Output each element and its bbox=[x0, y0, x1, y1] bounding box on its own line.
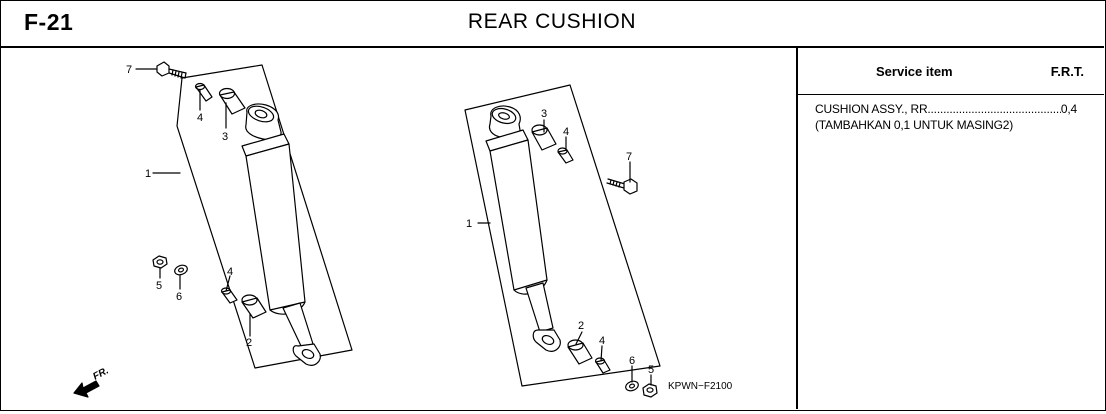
dot-leader: ........................................… bbox=[930, 102, 1061, 116]
service-item-note: (TAMBAHKAN 0,1 UNTUK MASING2) bbox=[815, 118, 1014, 132]
right-nut-5 bbox=[642, 383, 658, 398]
right-shock-absorber bbox=[485, 105, 561, 352]
right-washer-6 bbox=[625, 380, 639, 392]
right-label-4-bottom: 4 bbox=[599, 335, 605, 347]
service-panel: Service item F.R.T. CUSHION ASSY., RR. .… bbox=[798, 48, 1104, 409]
parts-diagram-svg: 7 4 3 1 5 6 4 2 3 4 7 1 2 4 6 5 FR. KPWN… bbox=[73, 61, 733, 398]
frt-heading: F.R.T. bbox=[1050, 64, 1084, 79]
right-label-5: 5 bbox=[648, 364, 654, 376]
page-header: F-21 REAR CUSHION bbox=[0, 0, 1104, 48]
right-label-7: 7 bbox=[626, 151, 632, 163]
front-direction-label: FR. bbox=[91, 365, 110, 382]
left-label-7: 7 bbox=[126, 64, 132, 76]
left-label-4-bottom: 4 bbox=[227, 266, 233, 278]
right-collar-4-bottom bbox=[594, 357, 611, 374]
right-label-3: 3 bbox=[541, 108, 547, 120]
left-label-2: 2 bbox=[246, 337, 252, 349]
right-label-2: 2 bbox=[578, 320, 584, 332]
service-item-name: CUSHION ASSY., RR. bbox=[815, 102, 931, 116]
page-title: REAR CUSHION bbox=[467, 10, 637, 33]
left-bushing-3-top bbox=[218, 87, 246, 115]
right-bushing-2 bbox=[567, 339, 593, 365]
right-collar-4-top bbox=[557, 147, 574, 164]
front-direction-arrow bbox=[73, 380, 100, 398]
panel-divider bbox=[796, 48, 798, 409]
left-leaders bbox=[135, 68, 251, 337]
right-label-4-top: 4 bbox=[563, 126, 569, 138]
left-collar-4-top bbox=[194, 82, 213, 102]
service-item-heading: Service item bbox=[876, 64, 953, 79]
right-bushing-3 bbox=[531, 124, 557, 151]
left-bushing-2-bottom bbox=[241, 294, 267, 319]
service-item-time: 0,4 bbox=[1060, 102, 1077, 116]
left-label-6: 6 bbox=[176, 291, 182, 303]
left-label-1: 1 bbox=[145, 168, 151, 180]
right-label-6: 6 bbox=[629, 355, 635, 367]
right-label-1: 1 bbox=[466, 218, 472, 230]
left-label-4-top: 4 bbox=[197, 112, 203, 124]
left-washer-6 bbox=[174, 264, 188, 276]
left-collar-4-bottom bbox=[220, 287, 238, 304]
right-bolt-7 bbox=[606, 178, 638, 195]
service-item-row: CUSHION ASSY., RR. .....................… bbox=[815, 102, 1077, 116]
left-label-5: 5 bbox=[156, 280, 162, 292]
left-shock-absorber bbox=[241, 103, 321, 366]
left-label-3: 3 bbox=[222, 131, 228, 143]
right-assembly-outline bbox=[464, 84, 661, 387]
left-bolt-7 bbox=[156, 61, 187, 79]
right-leaders bbox=[477, 119, 652, 386]
figure-code-title: F-21 bbox=[24, 9, 74, 35]
figure-reference-code: KPWN−F2100 bbox=[668, 381, 733, 392]
service-panel-header: Service item F.R.T. bbox=[798, 48, 1104, 95]
left-nut-5 bbox=[152, 255, 168, 269]
parts-diagram: 7 4 3 1 5 6 4 2 3 4 7 1 2 4 6 5 FR. KPWN… bbox=[0, 48, 797, 409]
